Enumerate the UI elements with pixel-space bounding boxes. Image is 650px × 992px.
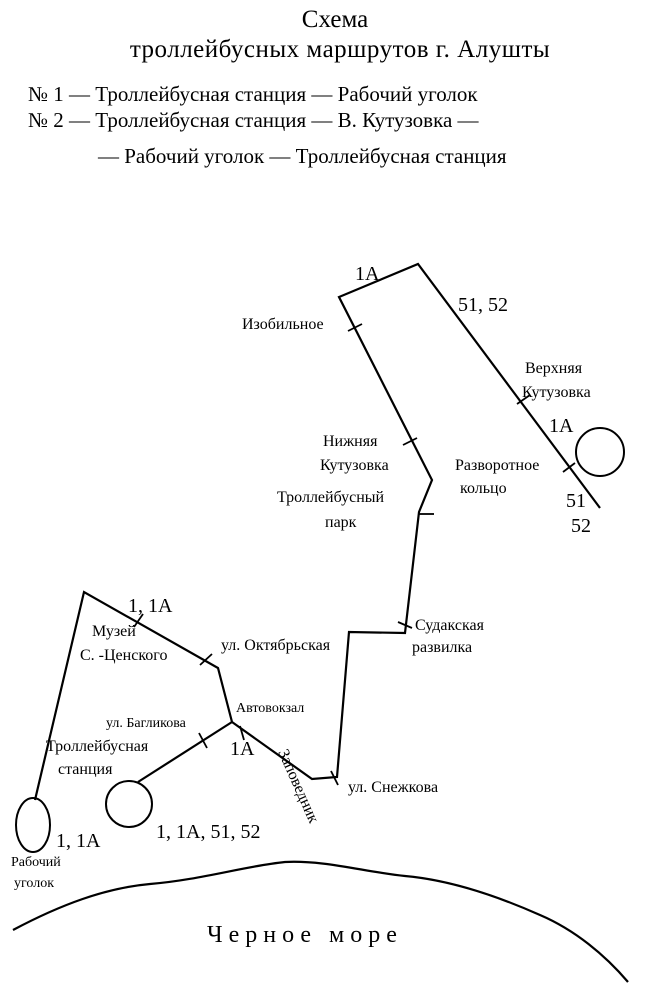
route-label-rabochiy: 1, 1А <box>56 830 101 852</box>
route-label-loop-right-51: 51 <box>566 490 586 512</box>
route-label-upper-right: 51, 52 <box>458 294 508 316</box>
stop-bagliková: ул. Багликова <box>106 716 187 731</box>
route-1-description: № 1 — Троллейбусная станция — Рабочий уг… <box>28 82 478 106</box>
stop-park-line2: парк <box>325 514 357 531</box>
stop-tick-avtovokzal <box>239 725 245 741</box>
stop-oktyabrskaya: ул. Октябрьская <box>221 637 331 654</box>
route-line-main <box>33 262 601 801</box>
stop-tick-muzey <box>133 613 144 628</box>
stop-tick-bagliková <box>198 732 208 749</box>
rabochiy-ugolok-loop-icon <box>15 797 51 853</box>
stop-muzey-line2: С. -Ценского <box>80 647 167 664</box>
stop-sudakskaya-line1: Судакская <box>415 617 485 634</box>
coastline <box>12 860 629 983</box>
stop-nizhnyaya-line2: Кутузовка <box>320 457 389 474</box>
stop-ticks <box>133 323 576 786</box>
stop-verkhnyaya-line2: Кутузовка <box>522 384 591 401</box>
stop-muzey-line1: Музей <box>92 623 136 640</box>
stop-razvorotnoe-line2: кольцо <box>460 480 507 497</box>
stop-station-line2: станция <box>58 761 113 778</box>
stop-park-line1: Троллейбусный <box>277 489 385 506</box>
route-label-loop-right: 1А <box>549 415 574 437</box>
stop-tick-izobilnoe <box>347 323 363 332</box>
sea-label: Черное море <box>207 922 403 948</box>
stop-tick-sudakskaya <box>397 621 413 629</box>
turnaround-loop-icon <box>575 427 625 477</box>
stop-zapovednik: Заповедник <box>274 747 322 826</box>
stop-tick-verkhnyaya <box>516 394 531 405</box>
station-loop-icon <box>105 780 153 828</box>
route-label-oktyabrskaya: 1, 1А <box>128 595 173 617</box>
map-subtitle: троллейбусных маршрутов г. Алушты <box>129 36 551 63</box>
stop-razvorotnoe-line1: Разворотное <box>455 457 539 474</box>
stop-verkhnyaya-line1: Верхняя <box>525 360 583 377</box>
route-2-description-line1: № 2 — Троллейбусная станция — В. Кутузов… <box>28 108 479 132</box>
stop-sudakskaya-line2: развилка <box>412 639 472 656</box>
stop-izobilnoe: Изобильное <box>242 316 324 333</box>
map-title: Схема <box>301 6 369 33</box>
route-label-loop-right-52: 52 <box>571 515 591 537</box>
stop-tick-razvorotnoe <box>562 462 576 473</box>
stop-tick-nizhnyaya <box>402 437 418 446</box>
stop-tick-snezhkova <box>330 770 339 786</box>
stop-rabochiy-line1: Рабочий <box>11 855 61 870</box>
stop-avtovokzal: Автовокзал <box>236 701 304 716</box>
stop-rabochiy-line2: уголок <box>14 876 54 891</box>
stop-tick-oktyabrskaya <box>199 653 213 666</box>
stop-snezhkova: ул. Снежкова <box>348 779 438 796</box>
route-2-description-line2: — Рабочий уголок — Троллейбусная станция <box>98 144 507 168</box>
route-line-station-branch <box>137 721 233 783</box>
stop-station-line1: Троллейбусная <box>46 738 149 755</box>
route-label-top: 1А <box>355 263 380 285</box>
route-label-avtovokzal: 1А <box>230 738 255 760</box>
route-label-station: 1, 1А, 51, 52 <box>156 821 260 843</box>
stop-nizhnyaya-line1: Нижняя <box>323 433 378 450</box>
